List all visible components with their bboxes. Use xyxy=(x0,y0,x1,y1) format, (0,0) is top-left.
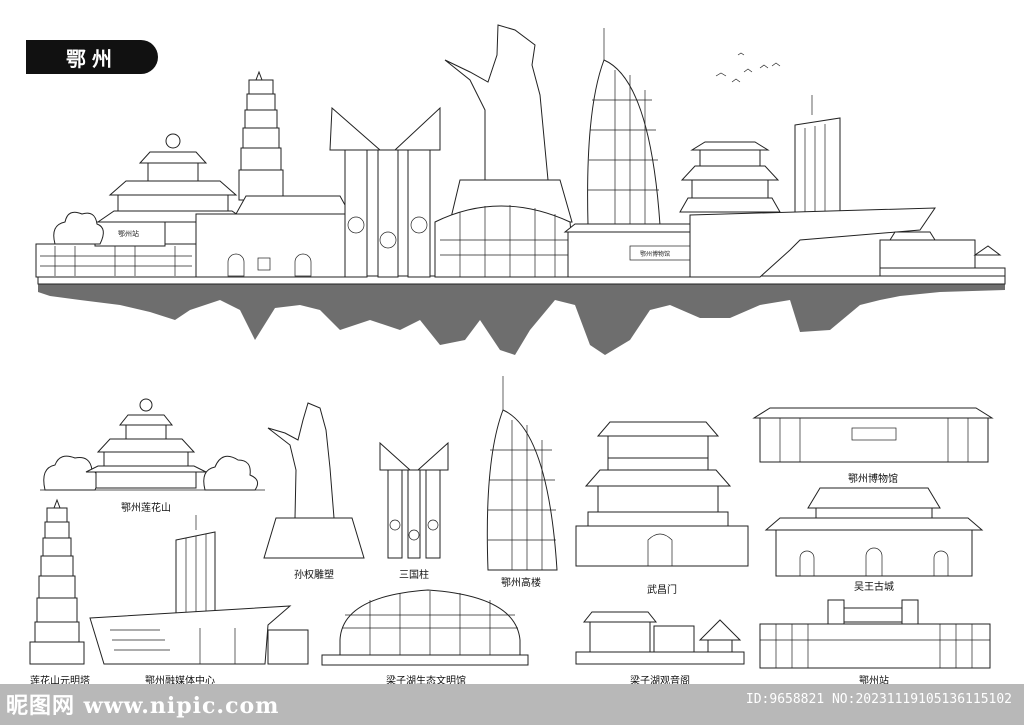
landmark-lianhuashan xyxy=(40,398,265,491)
label-gaolou: 鄂州高楼 xyxy=(501,578,541,589)
page-title: 鄂州 xyxy=(26,40,158,74)
landmark-gaolou xyxy=(486,376,558,571)
landmark-sanguozhu xyxy=(379,441,449,559)
wuwang-gate-top xyxy=(195,195,351,278)
ezhou-tower-top xyxy=(587,28,661,226)
sanguo-pillars-top xyxy=(329,106,441,278)
label-lianhuashan: 鄂州莲花山 xyxy=(121,503,171,514)
wuchang-gate-top xyxy=(679,141,781,213)
lianhuashan-temple-top xyxy=(96,133,250,223)
landmark-sunquan xyxy=(263,402,365,559)
watermark-id: ID:9658821 NO:20231119105136115102 xyxy=(745,692,1012,707)
label-bowuguan: 鄂州博物馆 xyxy=(848,474,898,485)
landmark-wuwang xyxy=(764,487,984,577)
station-sign-text: 鄂州站 xyxy=(118,229,139,238)
media-center-top xyxy=(689,95,936,278)
tree-outline xyxy=(53,211,104,245)
landmark-rongmeiti xyxy=(89,515,309,665)
station-building xyxy=(35,243,197,278)
museum-sign-text: 鄂州博物馆 xyxy=(640,250,670,258)
landmark-ezhouzhan xyxy=(759,599,991,669)
landmark-guanyinge xyxy=(575,611,745,665)
watermark-bar xyxy=(0,684,1024,725)
label-wuchangmen: 武昌门 xyxy=(647,585,677,596)
landmark-wuchangmen xyxy=(575,421,749,567)
skyline-reflection xyxy=(38,283,1005,355)
label-sunquan: 孙权雕塑 xyxy=(294,570,334,581)
label-ezhouzhan: 鄂州站 xyxy=(859,676,889,687)
ecology-museum-dome xyxy=(434,205,576,278)
label-rongmeiti: 鄂州融媒体中心 xyxy=(145,676,215,687)
watermark-logo: 昵图网 www.nipic.com xyxy=(6,693,280,719)
panorama-skyline: 鄂州站 xyxy=(35,24,1006,355)
landmark-bowuguan xyxy=(752,407,994,463)
landmark-wenmingguan xyxy=(321,589,529,666)
birds-icon xyxy=(715,52,781,83)
yuanming-pagoda-top xyxy=(238,70,284,201)
label-wenmingguan: 梁子湖生态文明馆 xyxy=(386,676,466,687)
landmark-yuanmingta xyxy=(29,498,85,665)
label-yuanmingta: 莲花山元明塔 xyxy=(30,676,90,687)
label-wuwang: 吴王古城 xyxy=(854,582,894,593)
guanyin-pavilion-top xyxy=(879,231,1006,277)
sunquan-statue-top xyxy=(444,24,573,223)
label-guanyinge: 梁子湖观音阁 xyxy=(630,676,690,687)
label-sanguozhu: 三国柱 xyxy=(399,570,429,581)
